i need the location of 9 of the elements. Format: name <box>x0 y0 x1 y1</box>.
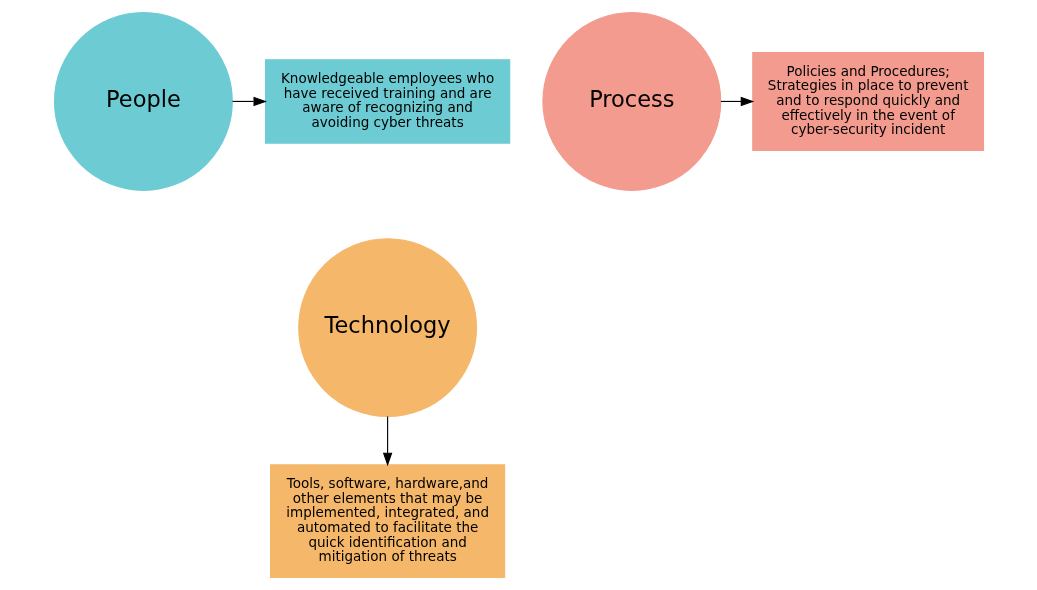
node-circle: People <box>53 11 233 191</box>
arrow <box>719 96 754 107</box>
node-box: Policies and Procedures; Strategies in place to prevent and to respond quickly and effectively in the event of cyber-security incident <box>751 51 984 151</box>
arrow <box>231 96 267 107</box>
node-circle: Technology <box>297 238 477 418</box>
node-box: Knowledgeable employees who have received training and are aware of recognizing and avoiding cyber threats <box>264 59 510 144</box>
node-circle: Process <box>541 11 721 191</box>
arrow <box>382 416 392 467</box>
node-box: Tools, software, hardware,and other elements that may be implemented, integrated, and automated to facilitate the quick identification and mitigation of threats <box>269 464 505 579</box>
